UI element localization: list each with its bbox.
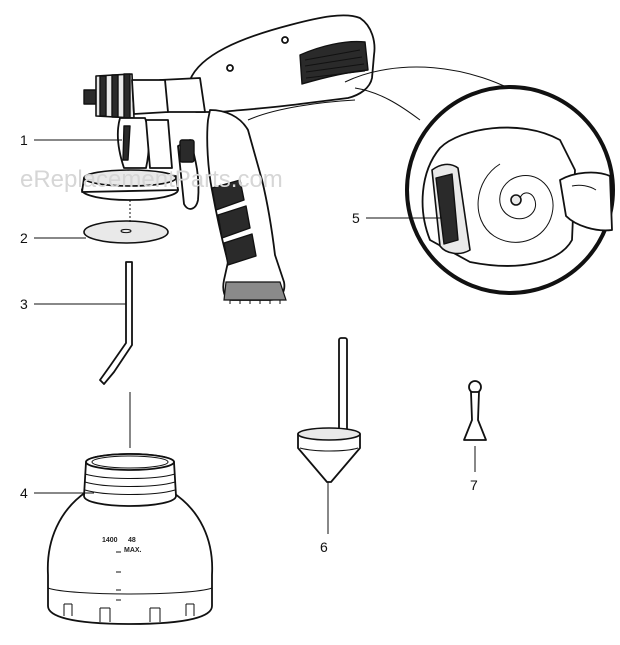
callout-6: 6	[320, 539, 328, 555]
callout-4: 4	[20, 485, 28, 501]
callout-7: 7	[470, 477, 478, 493]
mark-top-right: 48	[128, 537, 136, 544]
magnifier-detail-part-5	[344, 66, 615, 295]
callout-5: 5	[352, 210, 360, 226]
mark-top-left: 1400	[102, 537, 118, 544]
callout-1: 1	[20, 132, 28, 148]
watermark-text: eReplacementParts.com	[20, 166, 283, 193]
callout-2: 2	[20, 230, 28, 246]
pickup-tube-part-3	[99, 261, 133, 448]
nozzle-assembly-part-1	[81, 73, 179, 201]
gasket-part-2	[83, 200, 169, 244]
leader-lines	[34, 139, 442, 494]
mark-max-label: MAX.	[124, 547, 142, 554]
callout-3: 3	[20, 296, 28, 312]
pin-part-7	[463, 380, 487, 472]
cleaning-tool-part-6	[297, 337, 361, 534]
spray-gun-body	[159, 14, 376, 304]
container-part-4: 1400 48 MAX.	[46, 453, 214, 625]
